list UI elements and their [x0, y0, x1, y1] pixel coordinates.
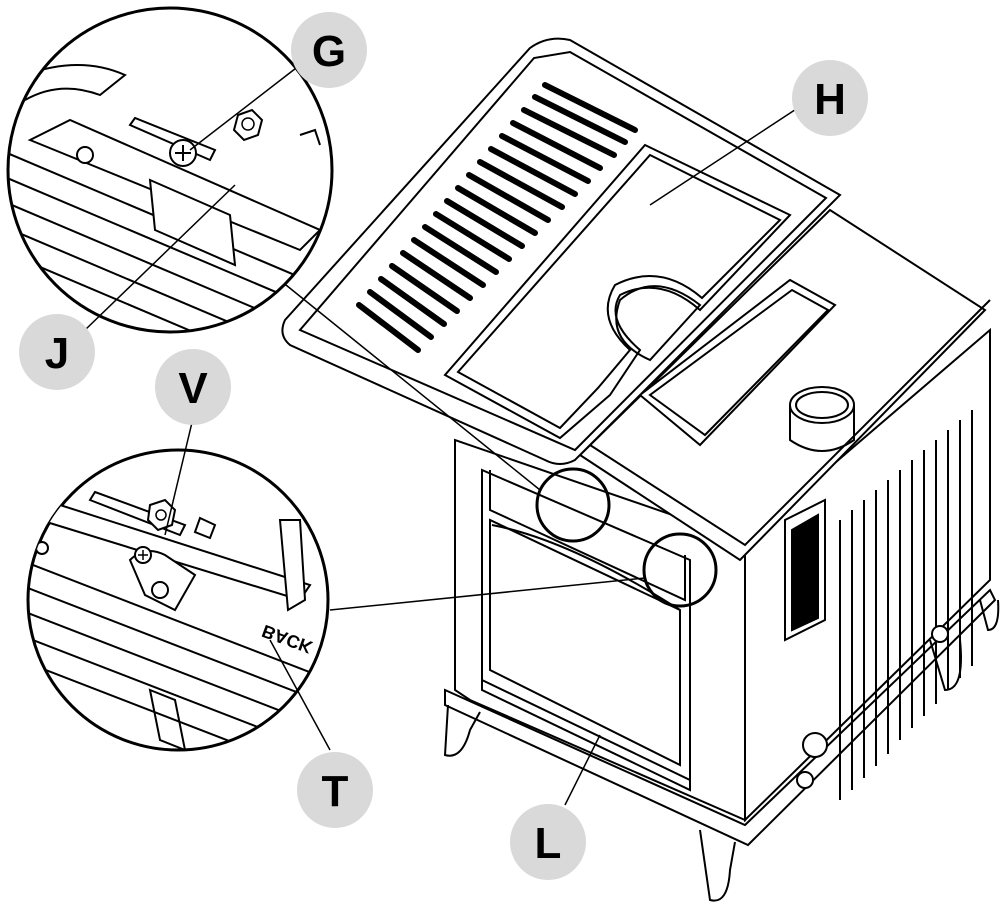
svg-text:J: J: [45, 329, 69, 378]
callout-J: J: [19, 314, 95, 390]
callout-G: G: [291, 12, 367, 88]
lid-vent-slots: [356, 82, 638, 353]
top-lid: [281, 37, 842, 465]
top-frame: [578, 208, 991, 562]
callout-V: V: [155, 349, 231, 425]
callout-T: T: [297, 752, 373, 828]
svg-text:T: T: [322, 767, 349, 816]
front-door-panel: [481, 468, 691, 792]
svg-text:L: L: [535, 819, 562, 868]
magnified-detail-bottom: BACK: [26, 448, 330, 752]
callout-H: H: [792, 60, 868, 136]
control-box: [784, 498, 949, 789]
svg-text:H: H: [814, 75, 846, 124]
callout-leader-lines: [84, 64, 811, 806]
magnifier-leader-lines: [254, 259, 646, 611]
svg-text:V: V: [178, 364, 208, 413]
magnified-detail-top: [6, 6, 334, 334]
detail-markers: [535, 467, 718, 608]
callout-L: L: [510, 804, 586, 880]
nut-icon: [232, 108, 264, 142]
svg-text:G: G: [312, 27, 346, 76]
side-louvers: [839, 410, 973, 800]
